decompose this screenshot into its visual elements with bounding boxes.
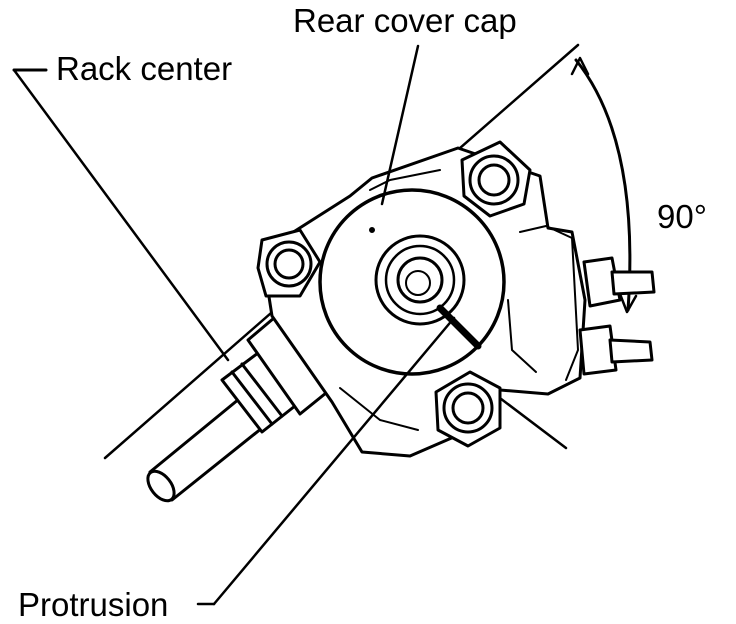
label-angle: 90° [657,198,707,235]
tie-rod [146,294,354,503]
mounting-bolt-bottom [434,370,502,448]
protrusion-mark [436,304,482,350]
mounting-bolt-top [460,140,532,218]
leader-lines [196,44,456,606]
angle-arc [570,56,638,314]
label-rack-center: Rack center [56,50,233,87]
mounting-bolt-left [256,228,322,298]
label-rear-cover-cap: Rear cover cap [293,2,517,39]
adjuster-studs [578,256,656,376]
label-protrusion: Protrusion [18,586,169,623]
rack-center-line [12,68,230,362]
